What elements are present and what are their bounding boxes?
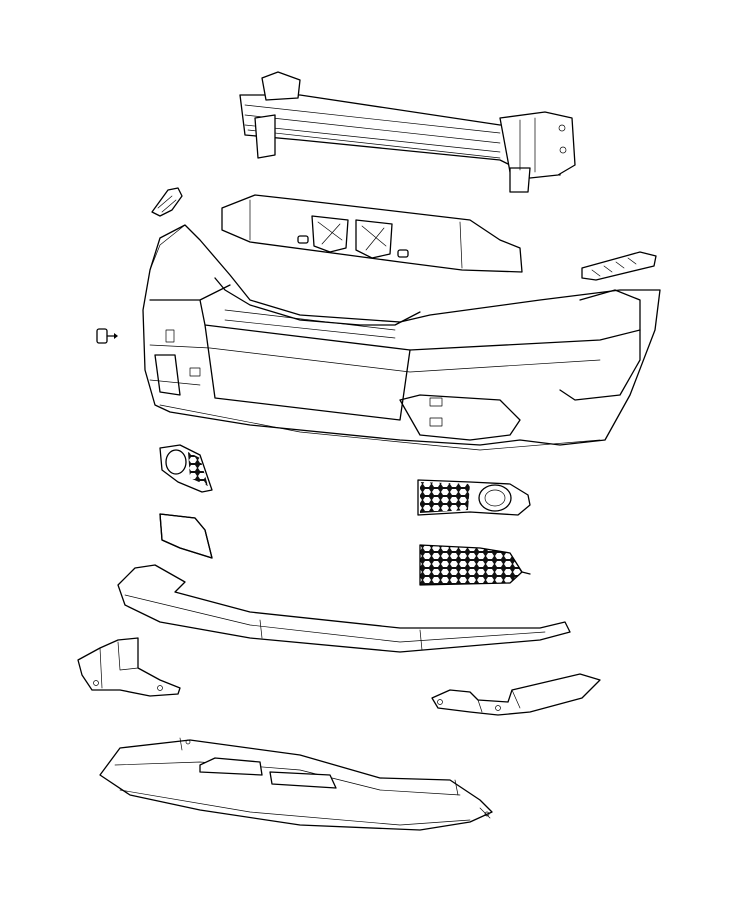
right-lower-grille xyxy=(419,544,531,586)
bumper-reinforcement-beam xyxy=(239,71,576,193)
lower-fascia-spoiler xyxy=(117,564,571,653)
right-fascia-bracket xyxy=(581,251,657,281)
center-energy-absorber xyxy=(221,194,523,273)
left-lower-grille xyxy=(159,513,213,559)
left-fascia-bracket xyxy=(151,187,183,217)
front-bumper-fascia xyxy=(142,224,661,451)
tow-hook-cover xyxy=(96,328,118,344)
right-lower-bracket xyxy=(431,673,601,716)
lower-air-deflector xyxy=(99,737,493,831)
left-fog-lamp-bezel xyxy=(159,444,213,493)
right-fog-lamp-bezel xyxy=(417,479,531,516)
left-lower-bracket xyxy=(77,637,181,697)
